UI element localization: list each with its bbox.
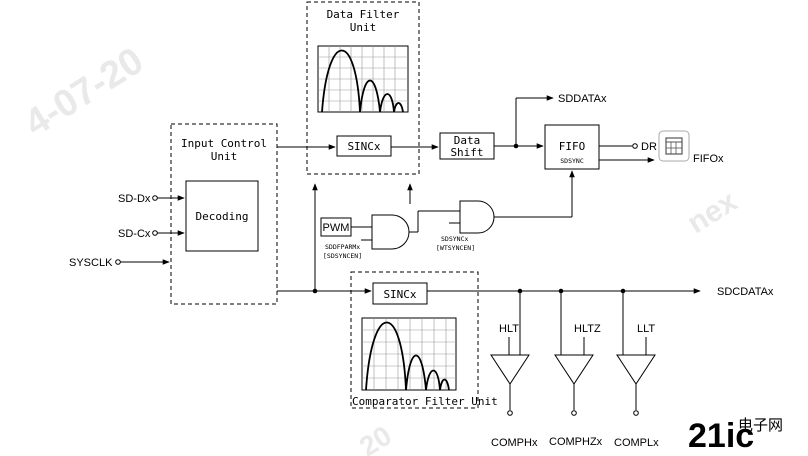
sddfparm-label-2: [SDSYNCEN] — [323, 252, 362, 260]
fifo-sub-label: SDSYNC — [560, 157, 584, 165]
sinc-top-label: SINCx — [347, 140, 380, 153]
pwm-label: PWM — [323, 222, 350, 234]
sinc-bottom-label: SINCx — [383, 288, 416, 301]
watermark-brand: 21ic — [688, 417, 754, 455]
sysclk-pin — [115, 259, 121, 265]
watermark-faint-num: 20 — [354, 420, 397, 456]
watermark-cn: 电子网 — [738, 417, 783, 434]
filter-response-plot-bottom — [361, 317, 457, 391]
filter-response-plot-top — [317, 45, 409, 113]
sd-dx-label: SD-Dx — [118, 193, 151, 205]
watermark-date: 4-07-20 — [18, 40, 151, 145]
fifo-label: FIFO — [559, 140, 586, 153]
sd-cx-pin — [152, 230, 158, 236]
input-control-unit-box — [170, 123, 278, 305]
comparator-hlt — [490, 291, 530, 416]
hltz-label: HLTZ — [574, 323, 601, 335]
llt-label: LLT — [637, 323, 655, 335]
watermark-faint: nex — [682, 185, 744, 241]
fifox-label: FIFOx — [693, 153, 724, 165]
comparator-filter-unit-box — [350, 271, 479, 409]
and-gate-2 — [459, 200, 495, 234]
fifo-box — [544, 124, 600, 170]
decoding-label: Decoding — [196, 210, 249, 223]
decoding-box — [185, 180, 259, 252]
data-shift-box — [439, 132, 495, 160]
sd-dx-pin — [152, 195, 158, 201]
comparator-llt — [616, 291, 656, 416]
sdsync-label-1: SDSYNCx — [441, 235, 468, 243]
sd-cx-label: SD-Cx — [118, 228, 151, 240]
data-filter-unit-box — [306, 1, 420, 175]
data-filter-unit-title-1: Data Filter — [327, 8, 400, 21]
sddatax-label: SDDATAx — [558, 93, 607, 105]
sdcdatax-label: SDCDATAx — [717, 286, 774, 298]
comparator-hltz — [554, 291, 594, 416]
dr-pin — [632, 143, 638, 149]
data-filter-unit-title-2: Unit — [350, 21, 377, 34]
comparator-filter-unit-title: Comparator Filter Unit — [352, 395, 498, 408]
sdsync-label-2: [WTSYNCEN] — [436, 244, 475, 252]
dr-label: DR — [641, 141, 657, 153]
calculator-icon — [658, 130, 690, 162]
comphx-label: COMPHx — [491, 437, 538, 449]
sddfparm-label-1: SDDFPARMx — [325, 243, 360, 251]
sinc-bottom-box — [372, 282, 428, 305]
comphzx-label: COMPHZx — [549, 436, 603, 448]
sysclk-label: SYSCLK — [69, 257, 113, 269]
input-control-unit-title-1: Input Control — [181, 137, 267, 150]
sinc-top-box — [336, 135, 392, 157]
data-shift-label-2: Shift — [450, 146, 483, 159]
hlt-label: HLT — [499, 323, 519, 335]
input-control-unit-title-2: Unit — [211, 150, 238, 163]
complx-label: COMPLx — [614, 437, 659, 449]
and-gate-1 — [371, 214, 410, 250]
data-shift-label-1: Data — [454, 134, 481, 147]
